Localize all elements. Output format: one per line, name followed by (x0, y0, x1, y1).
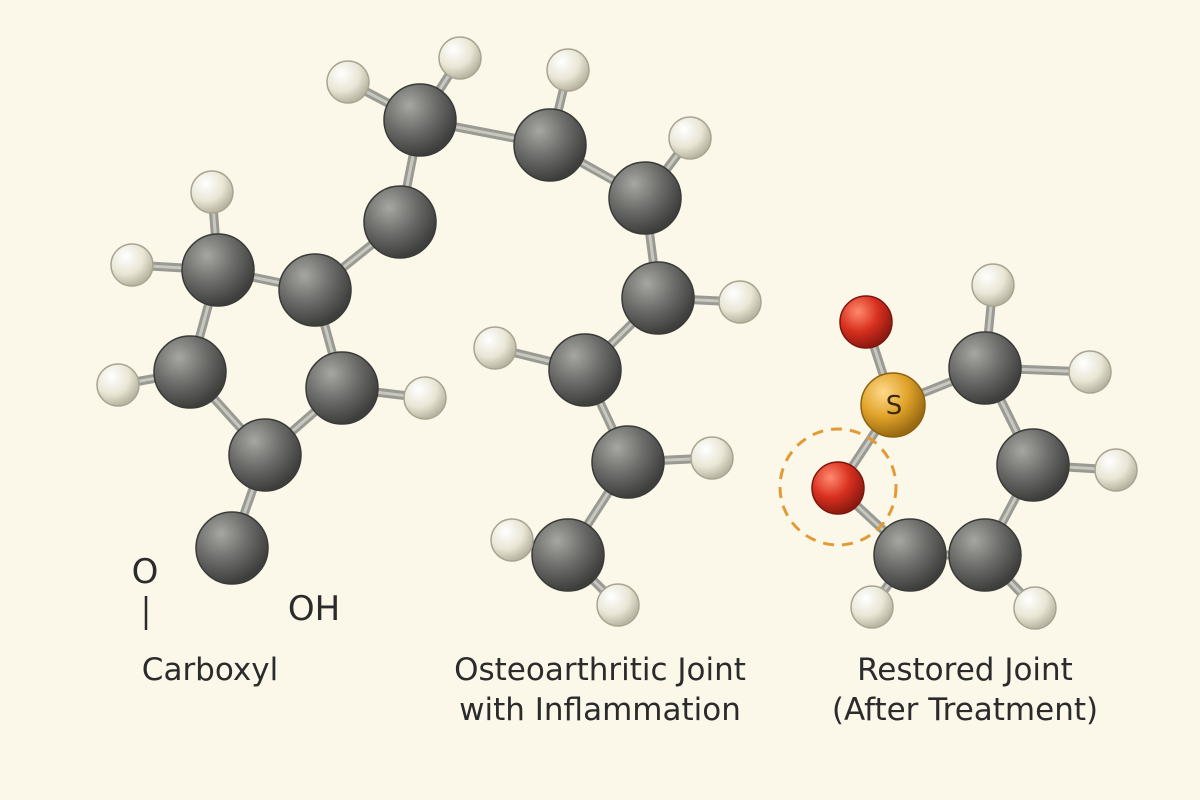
oxygen-atom (839, 295, 893, 349)
caption-osteoarthritic-joint: Osteoarthritic Joint with Inflammation (410, 650, 790, 730)
sulfur-atom (860, 372, 926, 438)
caption-restored-joint: Restored Joint (After Treatment) (800, 650, 1130, 730)
caption-restored-line1: Restored Joint (857, 652, 1073, 688)
hydrogen-atom (438, 36, 482, 80)
hydrogen-atom (473, 326, 517, 370)
hydrogen-atom (490, 518, 534, 562)
hydrogen-atom (971, 263, 1015, 307)
carboxyl-hydroxyl-label: OH (288, 589, 340, 629)
carbon-atom (305, 351, 379, 425)
hydrogen-atom (546, 48, 590, 92)
caption-restored-line2: (After Treatment) (831, 692, 1099, 728)
hydrogen-atom (596, 583, 640, 627)
hydrogen-atom (718, 280, 762, 324)
carbon-atom (948, 331, 1022, 405)
carbon-atom (363, 185, 437, 259)
carbon-atom (608, 161, 682, 235)
highlight-ring (778, 427, 898, 547)
hydrogen-atom (690, 436, 734, 480)
carbon-atom (278, 253, 352, 327)
carbon-atom (996, 428, 1070, 502)
carbon-atom (873, 518, 947, 592)
carbon-atom (153, 335, 227, 409)
hydrogen-atom (668, 116, 712, 160)
hydrogen-atom (96, 363, 140, 407)
caption-carboxyl: Carboxyl (90, 650, 330, 690)
hydrogen-atom (403, 376, 447, 420)
hydrogen-atom (1013, 586, 1057, 630)
carbon-atom (228, 418, 302, 492)
hydrogen-atom (190, 170, 234, 214)
carbon-atom (513, 108, 587, 182)
carbon-atom (195, 511, 269, 585)
carbon-atom (621, 261, 695, 335)
hydrogen-atom (326, 60, 370, 104)
sulfur-label: S (886, 391, 903, 421)
oxygen-atom (811, 461, 865, 515)
carbon-atom (948, 518, 1022, 592)
carbon-atom (383, 83, 457, 157)
hydrogen-atom (1094, 448, 1138, 492)
carbon-atom (181, 233, 255, 307)
caption-osteoarthritic-line2: with Inflammation (459, 692, 741, 728)
carbon-atom (531, 518, 605, 592)
carbon-atom (591, 425, 665, 499)
atom-layer (96, 36, 1138, 630)
hydrogen-atom (850, 585, 894, 629)
carbon-atom (548, 333, 622, 407)
hydrogen-atom (1068, 350, 1112, 394)
caption-osteoarthritic-line1: Osteoarthritic Joint (454, 652, 746, 688)
carboxyl-oxygen-label: O (132, 552, 159, 592)
hydrogen-atom (110, 243, 154, 287)
caption-carboxyl-text: Carboxyl (141, 652, 279, 688)
